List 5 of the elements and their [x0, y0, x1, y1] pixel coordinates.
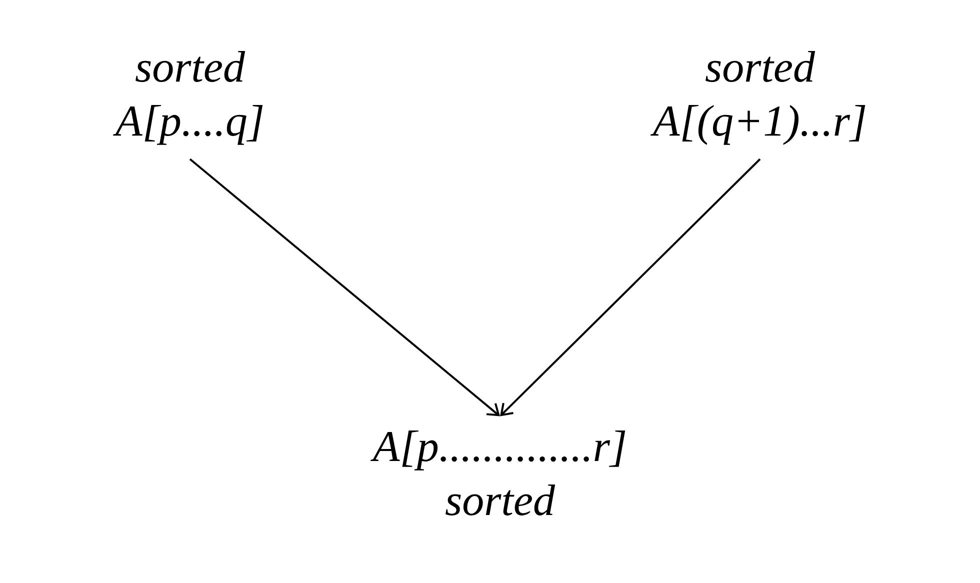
array-label: sorted A[p....q]	[113, 51, 263, 145]
array-label: A[p..............r] sorted	[370, 430, 626, 516]
array-label: sorted A[(q+1)...r]	[650, 51, 866, 145]
arrow	[189, 158, 500, 416]
arrow	[500, 158, 761, 416]
